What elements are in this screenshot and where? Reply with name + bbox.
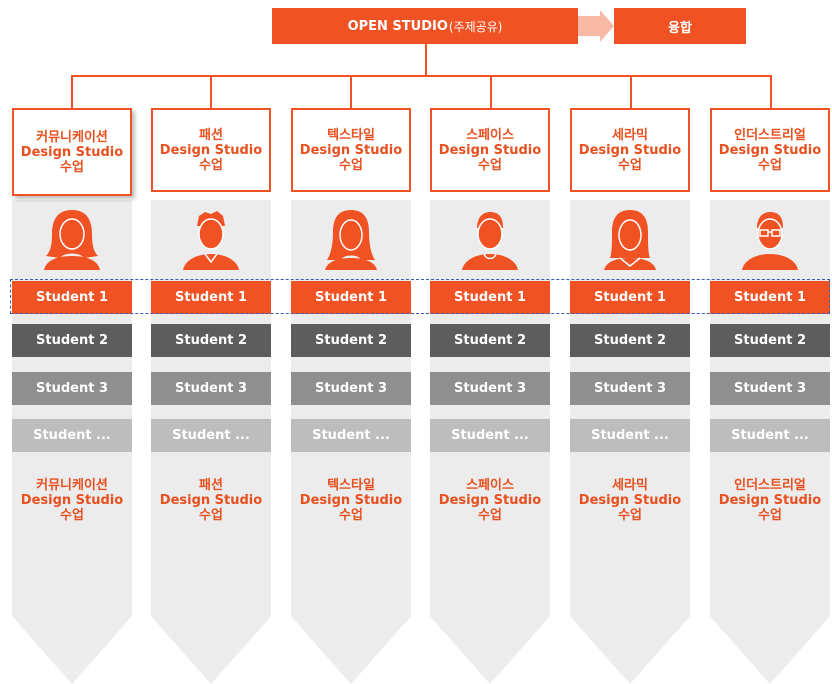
fusion-box: 융합 [614, 8, 746, 44]
student-2: Student 2 [430, 324, 550, 357]
bottom-studio-class: 수업 [618, 508, 642, 523]
male-student-icon [462, 212, 518, 270]
female-student-icon [44, 210, 100, 270]
studio-title-box: 인더스트리얼 Design Studio 수업 [710, 108, 830, 192]
female-student-icon [325, 210, 377, 270]
bottom-studio-name: 패션 [199, 478, 223, 493]
bottom-studio-name: 스페이스 [466, 478, 514, 493]
student-1: Student 1 [430, 281, 550, 314]
student-more: Student ... [151, 419, 271, 452]
bottom-studio-class: 수업 [60, 508, 84, 523]
open-studio-label: OPEN STUDIO [347, 18, 448, 34]
student-2: Student 2 [710, 324, 830, 357]
bottom-label: 세라믹 Design Studio 수업 [570, 478, 690, 523]
right-arrow-icon [578, 10, 614, 42]
student-3: Student 3 [710, 372, 830, 405]
studio-title-box: 텍스타일 Design Studio 수업 [291, 108, 411, 192]
drop-line-5 [630, 75, 632, 108]
studio-class: 수업 [339, 157, 363, 173]
drop-line-1 [71, 75, 73, 108]
studio-type: Design Studio [578, 142, 682, 158]
studio-name: 세라믹 [612, 127, 648, 143]
male-student-glasses-icon [742, 212, 798, 270]
studio-name: 인더스트리얼 [734, 127, 806, 143]
fusion-label: 융합 [668, 20, 692, 36]
studio-type: Design Studio [299, 142, 403, 158]
bottom-studio-name: 세라믹 [612, 478, 648, 493]
bottom-label: 커뮤니케이션 Design Studio 수업 [12, 478, 132, 523]
studio-class: 수업 [758, 157, 782, 173]
student-3: Student 3 [570, 372, 690, 405]
student-3: Student 3 [430, 372, 550, 405]
studio-type: Design Studio [438, 142, 542, 158]
studio-class: 수업 [478, 157, 502, 173]
male-student-icon [183, 211, 239, 270]
drop-line-3 [350, 75, 352, 108]
student-more: Student ... [430, 419, 550, 452]
bottom-studio-name: 인더스트리얼 [734, 478, 806, 493]
student-2: Student 2 [570, 324, 690, 357]
bottom-studio-type: Design Studio [299, 493, 403, 508]
drop-line-2 [210, 75, 212, 108]
bottom-studio-name: 커뮤니케이션 [36, 478, 108, 493]
bottom-studio-type: Design Studio [20, 493, 124, 508]
student-3: Student 3 [291, 372, 411, 405]
studio-type: Design Studio [718, 142, 822, 158]
studio-class: 수업 [199, 157, 223, 173]
bottom-studio-class: 수업 [478, 508, 502, 523]
studio-title-box: 커뮤니케이션 Design Studio 수업 [12, 108, 132, 196]
student-more: Student ... [12, 419, 132, 452]
student-more: Student ... [291, 419, 411, 452]
bottom-studio-type: Design Studio [578, 493, 682, 508]
studio-name: 텍스타일 [327, 127, 375, 143]
studio-type: Design Studio [159, 142, 263, 158]
student-more: Student ... [570, 419, 690, 452]
student-2: Student 2 [12, 324, 132, 357]
bottom-studio-type: Design Studio [438, 493, 542, 508]
studio-name: 커뮤니케이션 [36, 129, 108, 145]
open-studio-sub: (주제공유) [448, 19, 503, 34]
student-1: Student 1 [710, 281, 830, 314]
branch-line [71, 75, 771, 77]
bottom-label: 인더스트리얼 Design Studio 수업 [710, 478, 830, 523]
bottom-studio-type: Design Studio [718, 493, 822, 508]
student-2: Student 2 [151, 324, 271, 357]
trunk-line [425, 44, 427, 76]
student-more: Student ... [710, 419, 830, 452]
studio-name: 스페이스 [466, 127, 514, 143]
bottom-studio-class: 수업 [339, 508, 363, 523]
open-studio-box: OPEN STUDIO (주제공유) [272, 8, 578, 44]
student-1-highlight-frame [10, 279, 830, 314]
drop-line-4 [490, 75, 492, 108]
bottom-studio-class: 수업 [199, 508, 223, 523]
student-3: Student 3 [151, 372, 271, 405]
bottom-label: 텍스타일 Design Studio 수업 [291, 478, 411, 523]
studio-title-box: 패션 Design Studio 수업 [151, 108, 271, 192]
bottom-label: 스페이스 Design Studio 수업 [430, 478, 550, 523]
student-3: Student 3 [12, 372, 132, 405]
studio-class: 수업 [60, 159, 84, 175]
student-2: Student 2 [291, 324, 411, 357]
student-1: Student 1 [291, 281, 411, 314]
studio-name: 패션 [199, 127, 223, 143]
bottom-label: 패션 Design Studio 수업 [151, 478, 271, 523]
student-1: Student 1 [12, 281, 132, 314]
drop-line-6 [770, 75, 772, 108]
bottom-studio-type: Design Studio [159, 493, 263, 508]
student-1: Student 1 [570, 281, 690, 314]
student-1: Student 1 [151, 281, 271, 314]
bottom-studio-class: 수업 [758, 508, 782, 523]
studio-type: Design Studio [20, 144, 124, 160]
studio-title-box: 스페이스 Design Studio 수업 [430, 108, 550, 192]
bottom-studio-name: 텍스타일 [327, 478, 375, 493]
studio-class: 수업 [618, 157, 642, 173]
studio-title-box: 세라믹 Design Studio 수업 [570, 108, 690, 192]
female-student-icon [604, 210, 656, 270]
